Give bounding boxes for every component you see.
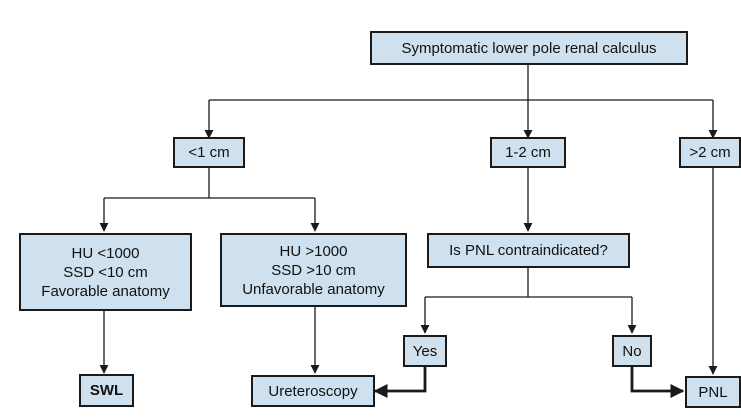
unfavorable-line-hu: HU >1000	[279, 242, 348, 260]
no-node: No	[612, 335, 652, 367]
root-node: Symptomatic lower pole renal calculus	[370, 31, 688, 65]
unfavorable-line-ssd: SSD >10 cm	[271, 261, 356, 279]
pnl-node: PNL	[685, 376, 741, 408]
yes-node: Yes	[403, 335, 447, 367]
arrow-no-to-pnl	[630, 367, 685, 398]
size-gt2-node: >2 cm	[679, 137, 741, 168]
pnl-contraindicated-node: Is PNL contraindicated?	[427, 233, 630, 268]
arrow-yes-to-ureteroscopy	[373, 367, 427, 398]
swl-node: SWL	[79, 374, 134, 407]
ureteroscopy-node: Ureteroscopy	[251, 375, 375, 407]
favorable-line-hu: HU <1000	[71, 244, 140, 262]
favorable-anatomy-node: HU <1000 SSD <10 cm Favorable anatomy	[19, 233, 192, 311]
size-lt1-node: <1 cm	[173, 137, 245, 168]
unfavorable-line-anatomy: Unfavorable anatomy	[242, 280, 385, 298]
unfavorable-anatomy-node: HU >1000 SSD >10 cm Unfavorable anatomy	[220, 233, 407, 307]
favorable-line-anatomy: Favorable anatomy	[41, 282, 170, 300]
size-1-2-node: 1-2 cm	[490, 137, 566, 168]
favorable-line-ssd: SSD <10 cm	[63, 263, 148, 281]
